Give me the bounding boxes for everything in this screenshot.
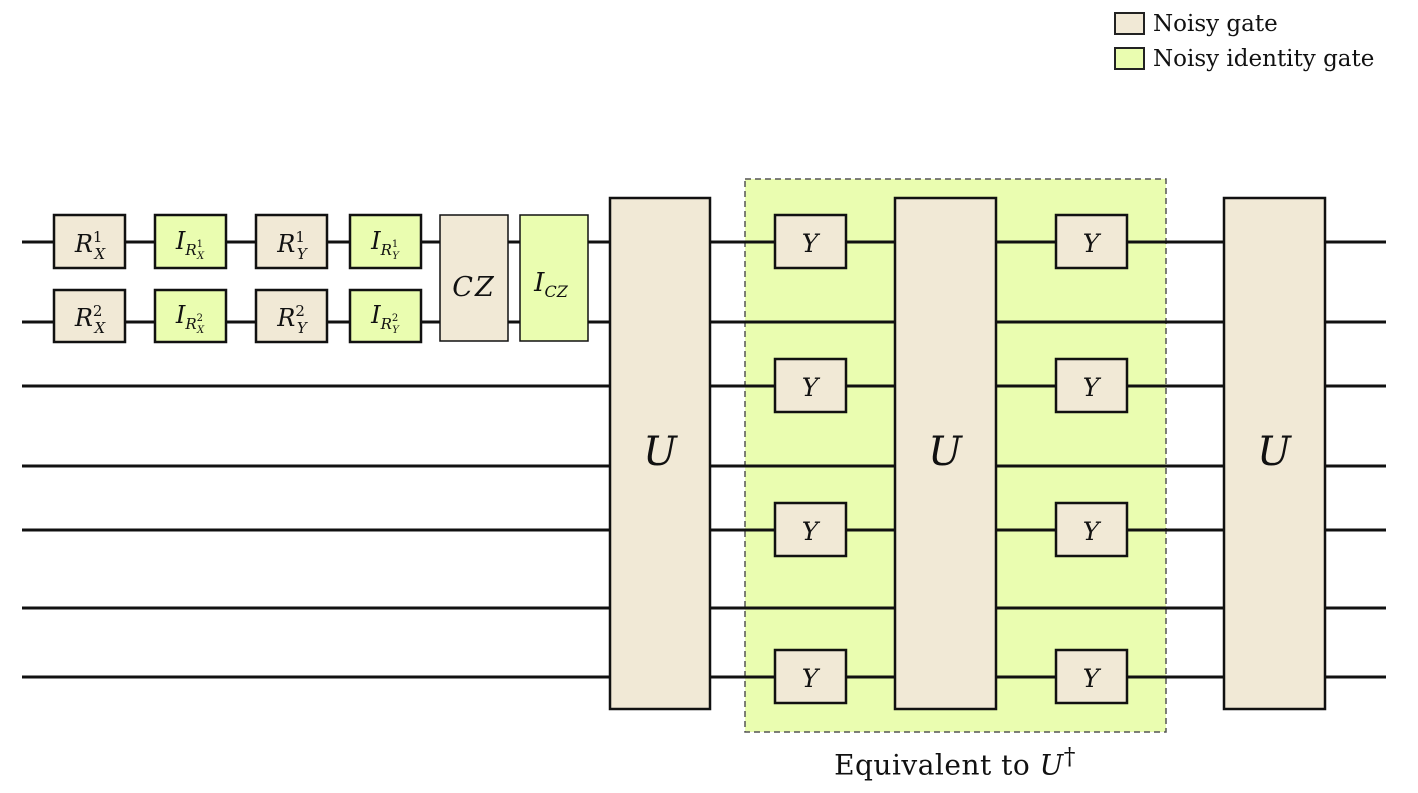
svg-text:Y: Y bbox=[802, 664, 821, 693]
gate-y-left-4: Y bbox=[773, 648, 848, 705]
gate-identity-cz: ICZ bbox=[519, 214, 589, 342]
legend-label-noisy-gate: Noisy gate bbox=[1153, 10, 1278, 37]
legend-label-noisy-identity-gate: Noisy identity gate bbox=[1153, 45, 1375, 72]
gate-y-left-1: Y bbox=[773, 213, 848, 270]
legend-item-noisy-gate: Noisy gate bbox=[1114, 6, 1374, 41]
svg-text:Y: Y bbox=[802, 373, 821, 402]
gate-u-1: U bbox=[608, 196, 712, 711]
svg-text:Y: Y bbox=[1083, 664, 1102, 693]
svg-text:R2Y: R2Y bbox=[276, 302, 309, 337]
gate-y-left-2: Y bbox=[773, 357, 848, 414]
svg-text:CZ: CZ bbox=[452, 272, 495, 303]
svg-text:U: U bbox=[643, 429, 678, 475]
gate-y-right-1: Y bbox=[1054, 213, 1129, 270]
legend-item-noisy-identity-gate: Noisy identity gate bbox=[1114, 41, 1374, 76]
legend: Noisy gate Noisy identity gate bbox=[1114, 6, 1374, 76]
gate-y-right-4: Y bbox=[1054, 648, 1129, 705]
svg-text:U: U bbox=[1257, 429, 1292, 475]
gate-cz: CZ bbox=[439, 214, 509, 342]
gate-y-left-3: Y bbox=[773, 501, 848, 558]
svg-text:ICZ: ICZ bbox=[533, 268, 569, 301]
svg-text:U: U bbox=[928, 429, 963, 475]
caption-symbol: U bbox=[1039, 748, 1064, 782]
gate-u-2: U bbox=[893, 196, 998, 711]
caption-superscript: † bbox=[1063, 742, 1076, 770]
svg-text:Y: Y bbox=[1083, 517, 1102, 546]
svg-text:R2X: R2X bbox=[74, 302, 107, 337]
equivalence-caption: Equivalent to U† bbox=[745, 742, 1165, 781]
legend-swatch-noisy-identity-gate bbox=[1114, 47, 1145, 70]
caption-prefix: Equivalent to bbox=[834, 748, 1040, 782]
svg-text:Y: Y bbox=[1083, 373, 1102, 402]
svg-text:Y: Y bbox=[802, 229, 821, 258]
gate-y-right-3: Y bbox=[1054, 501, 1129, 558]
legend-swatch-noisy-gate bbox=[1114, 12, 1145, 35]
gate-y-right-2: Y bbox=[1054, 357, 1129, 414]
svg-text:Y: Y bbox=[802, 517, 821, 546]
gate-u-3: U bbox=[1222, 196, 1327, 711]
svg-text:Y: Y bbox=[1083, 229, 1102, 258]
svg-text:R1X: R1X bbox=[74, 228, 107, 263]
svg-text:R1Y: R1Y bbox=[276, 228, 309, 263]
